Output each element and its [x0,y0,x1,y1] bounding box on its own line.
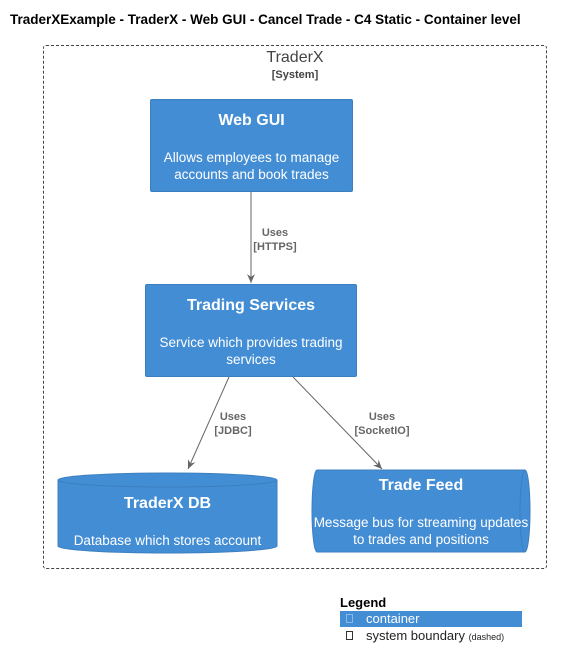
trade-feed-description: Message bus for streaming updates to tra… [313,515,529,547]
traderx-db-cylinder[interactable] [57,472,278,554]
arrow-trading-to-feed [292,376,383,470]
legend-item-label: container [366,611,420,626]
legend-item-container: container [340,611,522,627]
diagram-title: TraderXExample - TraderX - Web GUI - Can… [10,12,521,27]
relationship-label-jdbc: Uses [JDBC] [198,410,268,438]
relationship-technology: [JDBC] [214,425,252,437]
trading-services-description: Service which provides trading services [159,335,343,367]
system-boundary: TraderX [System] [43,45,547,569]
relationship-technology: [HTTPS] [253,241,297,253]
relationship-label-socketio: Uses [SocketIO] [340,410,424,438]
web-gui-name: Web GUI [218,112,285,129]
trade-feed-queue[interactable] [311,469,531,553]
relationship-technology: [SocketIO] [354,425,410,437]
trading-services-name: Trading Services [186,297,316,314]
trade-feed-name: Trade Feed [378,477,464,494]
boundary-name: TraderX [266,49,324,66]
trading-services-container[interactable]: Trading Services Service which provides … [145,284,357,377]
boundary-type: [System] [271,69,319,81]
legend-item-system-boundary: system boundary (dashed) [340,628,530,644]
relationship-verb: Uses [219,411,247,423]
arrow-trading-to-db [187,376,230,470]
legend-title: Legend [340,595,387,610]
relationship-verb: Uses [261,227,289,239]
relationship-label-https: Uses [HTTPS] [240,226,310,254]
traderx-db-description: Database which stores account [73,533,262,548]
boundary-swatch-icon [346,631,353,640]
legend-item-label: system boundary [366,628,465,643]
traderx-db-name: TraderX DB [123,495,212,512]
legend: Legend container system boundary (dashed… [340,595,530,644]
web-gui-description: Allows employees to manage accounts and … [163,150,340,182]
container-swatch-icon [346,614,353,623]
legend-item-note: (dashed) [468,632,505,642]
relationship-verb: Uses [368,411,396,423]
web-gui-container[interactable]: Web GUI Allows employees to manage accou… [150,99,353,192]
